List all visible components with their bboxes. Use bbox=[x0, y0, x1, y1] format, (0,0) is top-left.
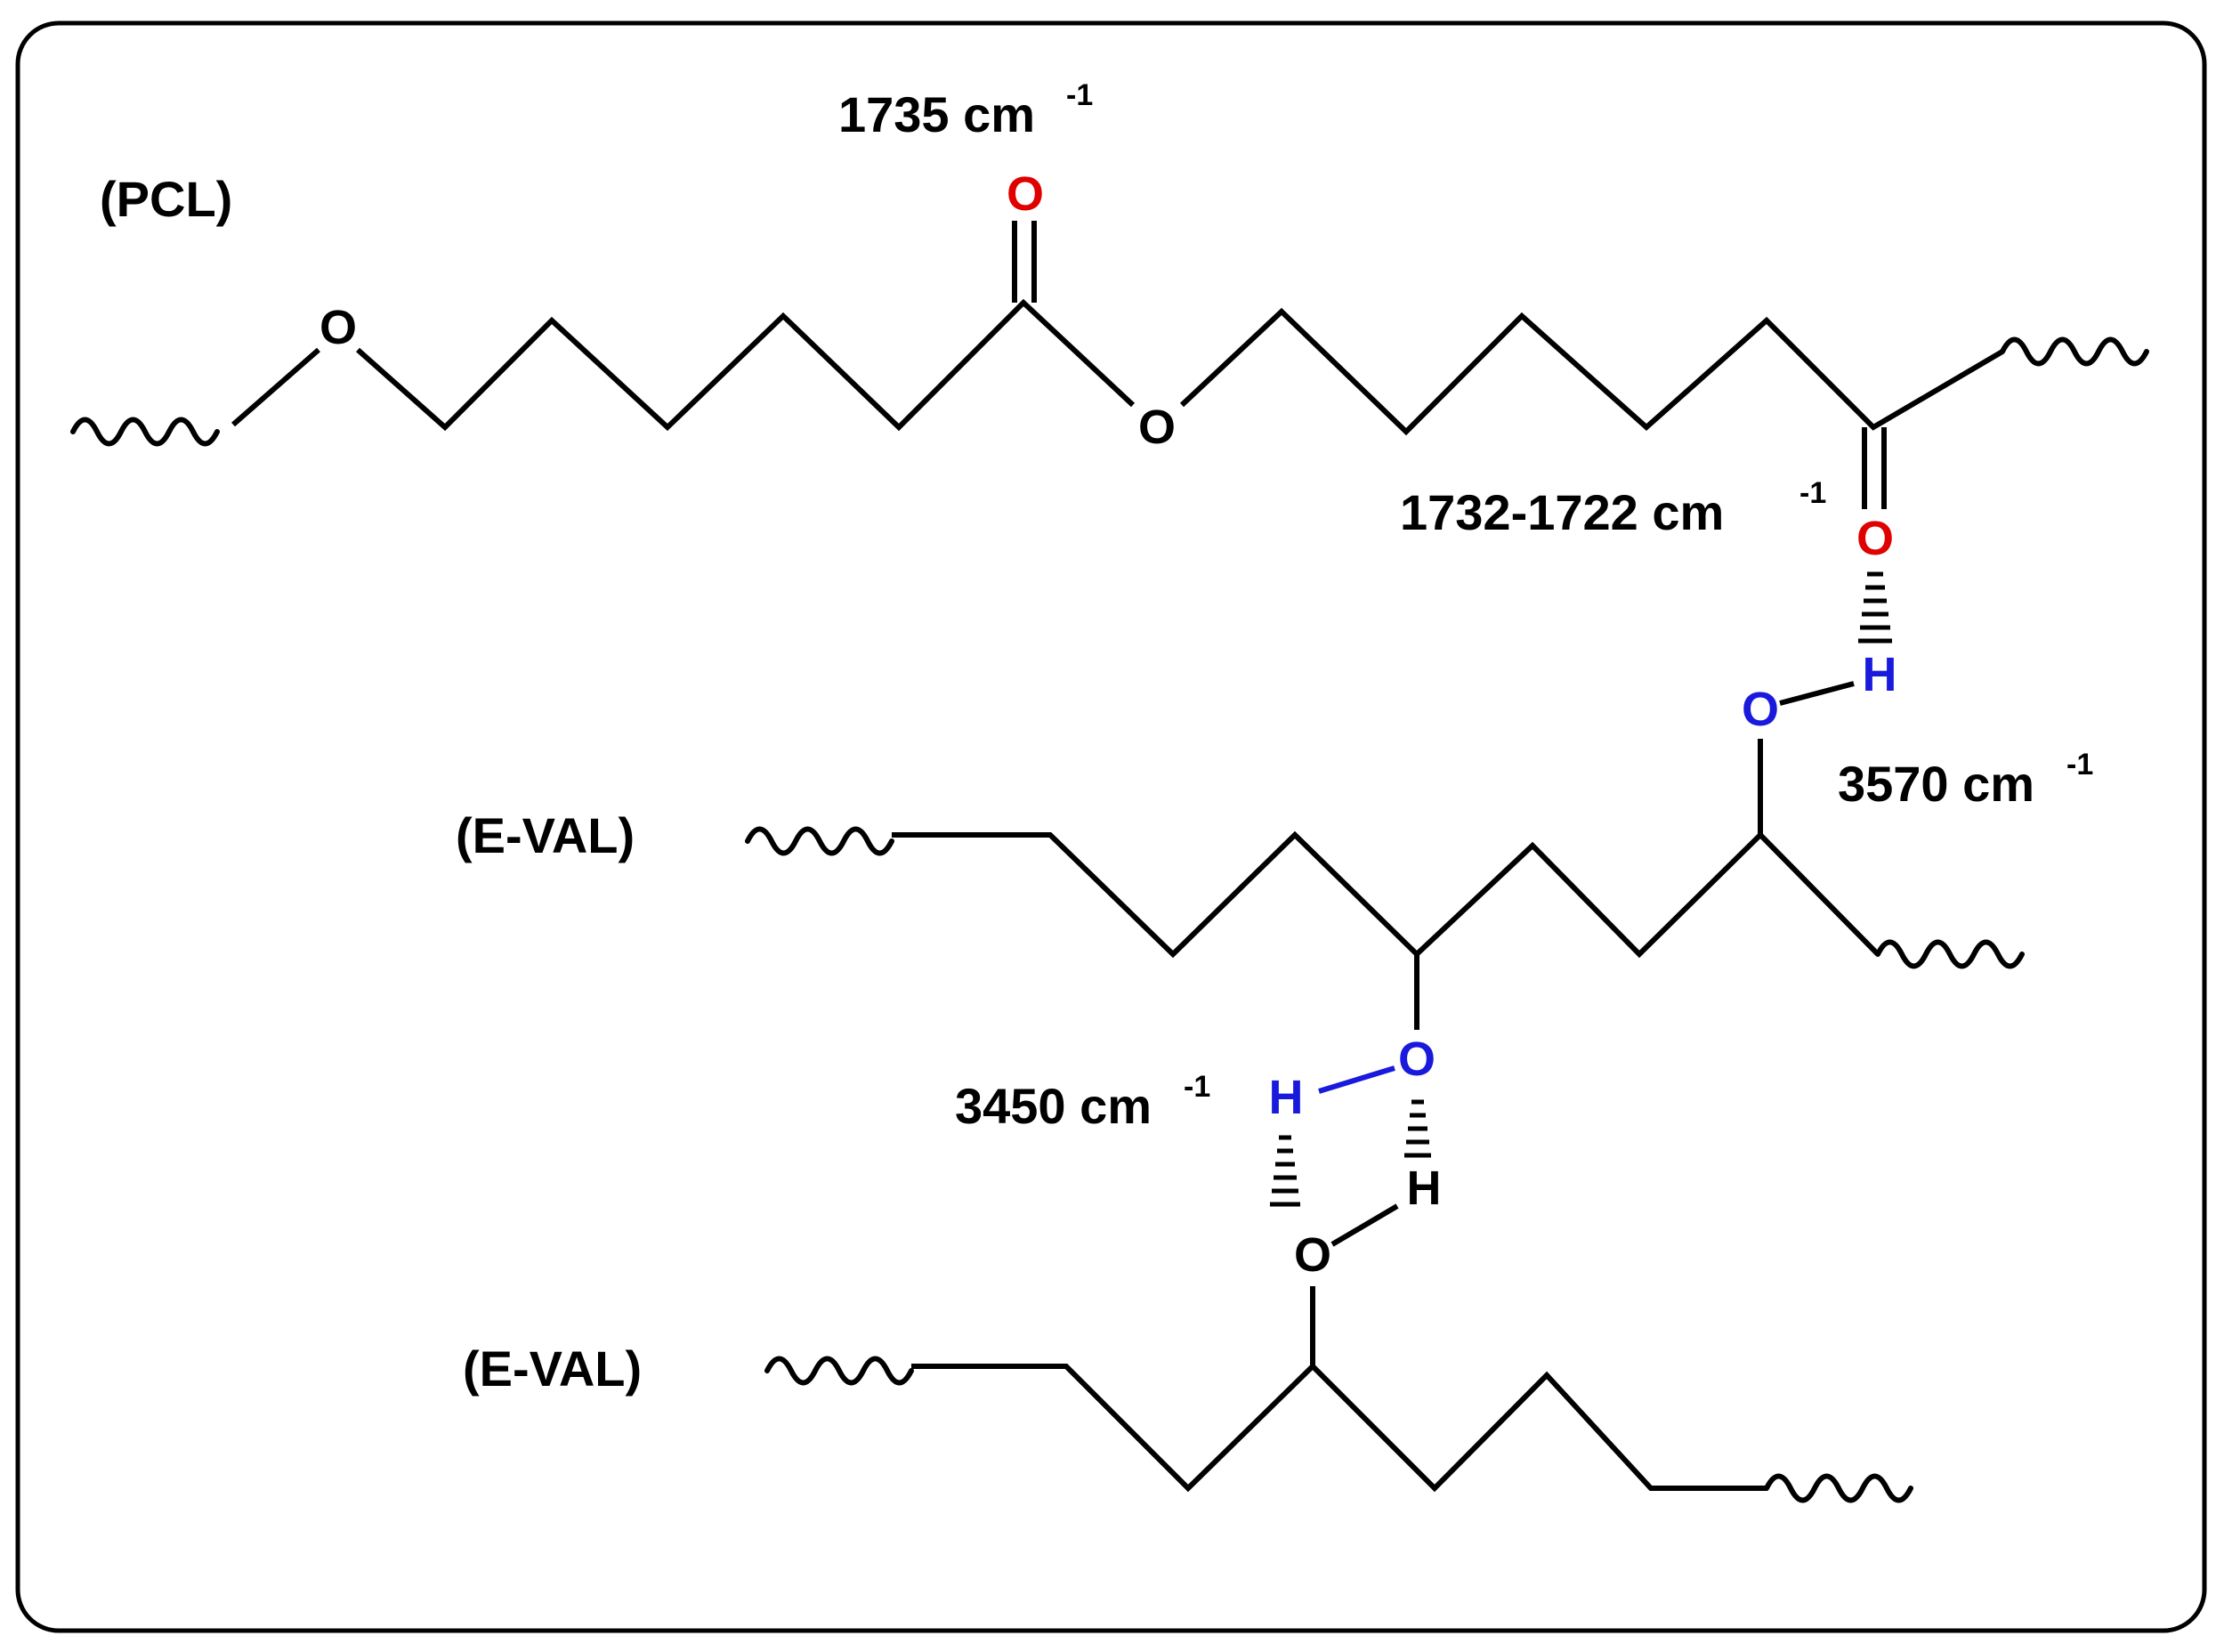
ester-oxygen-1: O bbox=[1138, 401, 1176, 454]
hydroxyl-hydrogen-1: H bbox=[1863, 648, 1897, 701]
hydroxyl-oxygen-1: O bbox=[1742, 683, 1779, 736]
eval2-oh-h-bond bbox=[1330, 1203, 1399, 1247]
band-1732-1722-exp: -1 bbox=[1799, 476, 1826, 510]
wavy-end-pcl-right bbox=[2000, 336, 2149, 367]
pcl-backbone-1 bbox=[231, 298, 1136, 432]
pcl-chain: O O O O bbox=[70, 167, 2149, 565]
carbonyl-oxygen-1: O bbox=[1007, 167, 1044, 221]
hbond-hydroxyl-hydroxyl-right bbox=[1404, 1099, 1431, 1158]
band-3570-exp: -1 bbox=[2066, 748, 2093, 781]
band-1735: 1735 cm bbox=[838, 86, 1035, 142]
band-3570: 3570 cm bbox=[1838, 756, 2034, 812]
wavy-end-eval2-right bbox=[1764, 1473, 1913, 1503]
hydroxyl-hydrogen-2: H bbox=[1269, 1071, 1304, 1124]
band-3450: 3450 cm bbox=[955, 1078, 1152, 1134]
wavy-end-eval1-right bbox=[1875, 939, 2025, 969]
label-pcl: (PCL) bbox=[100, 171, 232, 227]
wavy-end-eval1-left bbox=[745, 826, 894, 856]
e-val-chain-2: O H bbox=[764, 1162, 1913, 1503]
hydroxyl-hydrogen-3: H bbox=[1407, 1162, 1442, 1215]
eval1-oh-h-bond-2 bbox=[1318, 1065, 1395, 1094]
eval2-backbone bbox=[911, 1362, 1767, 1493]
e-val-chain-1: O H O H bbox=[745, 648, 2025, 1124]
ether-oxygen-1: O bbox=[319, 301, 357, 354]
pcl-backbone-2 bbox=[1179, 307, 2004, 436]
band-1735-exp: -1 bbox=[1066, 78, 1093, 112]
hbond-carbonyl-hydroxyl bbox=[1858, 571, 1892, 644]
hbond-hydroxyl-hydroxyl-left bbox=[1270, 1135, 1300, 1207]
hydroxyl-oxygen-3: O bbox=[1294, 1228, 1331, 1282]
band-3450-exp: -1 bbox=[1184, 1070, 1210, 1104]
hydroxyl-oxygen-2: O bbox=[1398, 1032, 1435, 1086]
wavy-end-eval2-left bbox=[764, 1356, 914, 1386]
eval1-backbone bbox=[892, 830, 1880, 959]
label-e-val-2: (E-VAL) bbox=[463, 1340, 642, 1397]
frame-border bbox=[15, 20, 2207, 1633]
carbonyl-oxygen-2: O bbox=[1856, 512, 1894, 565]
label-e-val-1: (E-VAL) bbox=[456, 807, 635, 863]
band-1732-1722: 1732-1722 cm bbox=[1400, 484, 1724, 540]
wavy-end-pcl-left bbox=[70, 417, 220, 447]
eval1-oh-h-bond-1 bbox=[1779, 681, 1855, 706]
